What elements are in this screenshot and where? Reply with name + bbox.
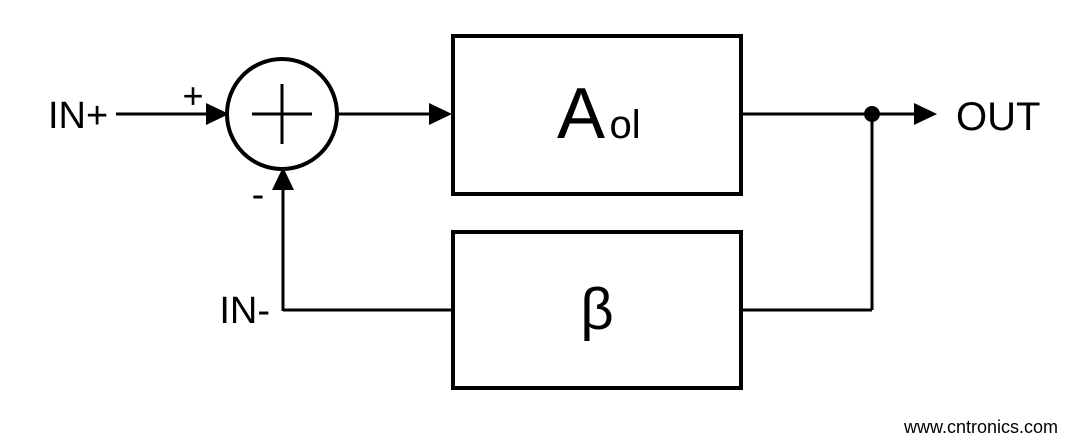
sum-minus-sign: -	[252, 174, 265, 216]
gain-block-label: A ol	[557, 74, 641, 154]
feedback-block-label: β	[580, 277, 613, 342]
gain-input-arrowhead-icon	[429, 103, 452, 125]
output-label: OUT	[956, 95, 1040, 139]
summing-junction	[225, 57, 339, 171]
input-arrowhead-icon	[206, 103, 229, 125]
sum-plus-sign: +	[182, 75, 203, 116]
gain-block-box	[451, 34, 743, 196]
gain-block-label-main: A	[557, 74, 605, 154]
feedback-arrowhead-icon	[272, 167, 294, 190]
watermark-text: www.cntronics.com	[903, 417, 1058, 437]
input-positive-label: IN+	[48, 95, 108, 137]
gain-block-label-subscript: ol	[609, 103, 640, 147]
output-arrowhead-icon	[914, 103, 937, 125]
feedback-block-box	[451, 230, 743, 390]
input-negative-label: IN-	[219, 290, 270, 332]
